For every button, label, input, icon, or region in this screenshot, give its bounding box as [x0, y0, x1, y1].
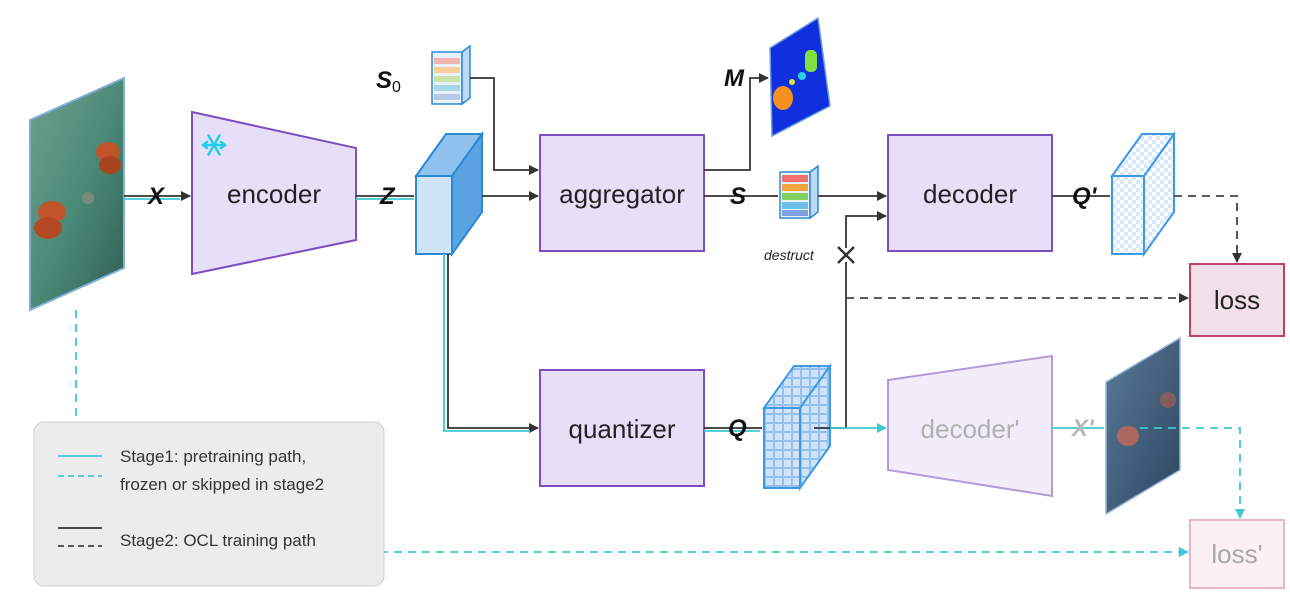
loss-prime-label: loss'	[1211, 539, 1262, 569]
edge-destruct-decoder	[845, 211, 887, 248]
edge-s0-aggregator	[470, 77, 539, 175]
s0-slots	[431, 44, 471, 106]
loss-label: loss	[1214, 285, 1260, 315]
aggregator-block	[539, 134, 705, 252]
decoder-label: decoder	[923, 179, 1017, 209]
edge-z-quantizer	[447, 254, 539, 433]
var-q-prime: Q'	[1072, 183, 1098, 210]
decoder-prime-label: decoder'	[921, 414, 1020, 444]
decoder-block	[887, 134, 1053, 252]
var-x-prime: X'	[1070, 415, 1095, 442]
reconstructed-image	[1105, 336, 1181, 516]
aggregator-label: aggregator	[559, 179, 685, 209]
input-image	[29, 76, 125, 312]
var-x: X	[146, 183, 166, 210]
edge-stage1-z-quantizer	[443, 254, 530, 432]
quantizer-label: quantizer	[569, 414, 676, 444]
q-block	[762, 362, 832, 492]
quantizer-block	[539, 369, 705, 487]
edge-qprime-loss	[1174, 195, 1242, 263]
decoder-prime-block	[887, 354, 1053, 498]
loss-block	[1189, 263, 1285, 337]
destruct-label: destruct	[764, 247, 815, 263]
mask-image	[769, 16, 831, 138]
loss-prime-block	[1189, 519, 1285, 589]
var-q: Q	[728, 415, 747, 442]
var-m: M	[724, 65, 745, 92]
var-s: S	[730, 183, 746, 210]
legend-stage2: Stage2: OCL training path	[120, 531, 316, 550]
destruct-cross-icon	[837, 246, 855, 264]
z-feature-block	[414, 130, 484, 258]
var-s0: S0	[376, 67, 401, 96]
legend-stage1-line2: frozen or skipped in stage2	[120, 475, 324, 494]
edge-aggregator-mask	[704, 73, 769, 171]
s-slots	[779, 164, 819, 220]
q-prime-block	[1110, 130, 1176, 258]
var-z: Z	[379, 183, 396, 210]
edge-stage1-xprime-lossprime	[1140, 427, 1245, 519]
legend: Stage1: pretraining path, frozen or skip…	[33, 421, 385, 587]
encoder-block	[191, 110, 357, 276]
encoder-label: encoder	[227, 179, 321, 209]
legend-stage1-line1: Stage1: pretraining path,	[120, 447, 306, 466]
snowflake-icon	[201, 134, 227, 156]
